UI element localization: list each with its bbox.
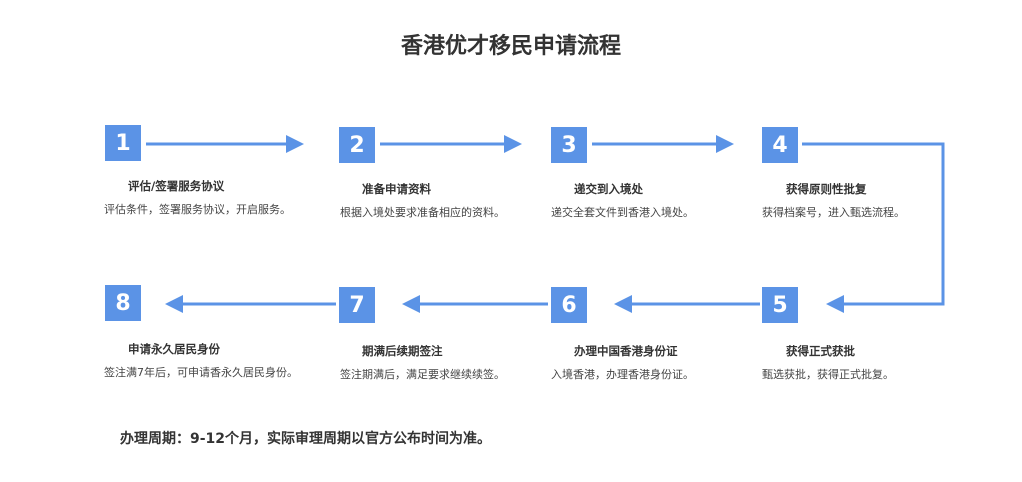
page-title: 香港优才移民申请流程 (400, 34, 621, 59)
step-1-number: 1 (105, 125, 141, 161)
step-8-desc: 签注满7年后，可申请香永久居民身份。 (104, 366, 298, 379)
step-7-title: 期满后续期签注 (362, 344, 443, 358)
step-4-number: 4 (762, 127, 798, 163)
step-1-title: 评估/签署服务协议 (128, 179, 225, 193)
step-3-number: 3 (551, 127, 587, 163)
step-4-desc: 获得档案号，进入甄选流程。 (762, 206, 905, 219)
step-7-number: 7 (339, 287, 375, 323)
step-1-desc: 评估条件，签署服务协议，开启服务。 (104, 203, 291, 216)
step-5-title: 获得正式获批 (786, 344, 855, 358)
step-2-desc: 根据入境处要求准备相应的资料。 (340, 206, 505, 219)
step-6-title: 办理中国香港身份证 (574, 344, 678, 358)
step-3-title: 递交到入境处 (574, 182, 643, 196)
arrowhead-2-3 (504, 135, 522, 153)
step-5-desc: 甄选获批，获得正式批复。 (762, 368, 894, 381)
arrowhead-6-7 (402, 295, 420, 313)
step-3-desc: 递交全套文件到香港入境处。 (551, 206, 694, 219)
processing-period-note: 办理周期：9-12个月，实际审理周期以官方公布时间为准。 (120, 431, 492, 447)
arrowhead-5-6 (614, 295, 632, 313)
step-8-number: 8 (105, 285, 141, 321)
step-6-desc: 入境香港，办理香港身份证。 (551, 368, 694, 381)
step-7-desc: 签注期满后，满足要求继续续签。 (340, 368, 505, 381)
arrowhead-4-5 (826, 295, 844, 313)
step-2-title: 准备申请资料 (362, 182, 431, 196)
step-4-title: 获得原则性批复 (786, 182, 867, 196)
step-8-title: 申请永久居民身份 (128, 342, 220, 356)
arrowhead-1-2 (286, 135, 304, 153)
arrowhead-3-4 (716, 135, 734, 153)
step-6-number: 6 (551, 287, 587, 323)
arrowhead-7-8 (165, 295, 183, 313)
step-2-number: 2 (339, 127, 375, 163)
arrow-4-5 (802, 142, 945, 306)
step-5-number: 5 (762, 287, 798, 323)
